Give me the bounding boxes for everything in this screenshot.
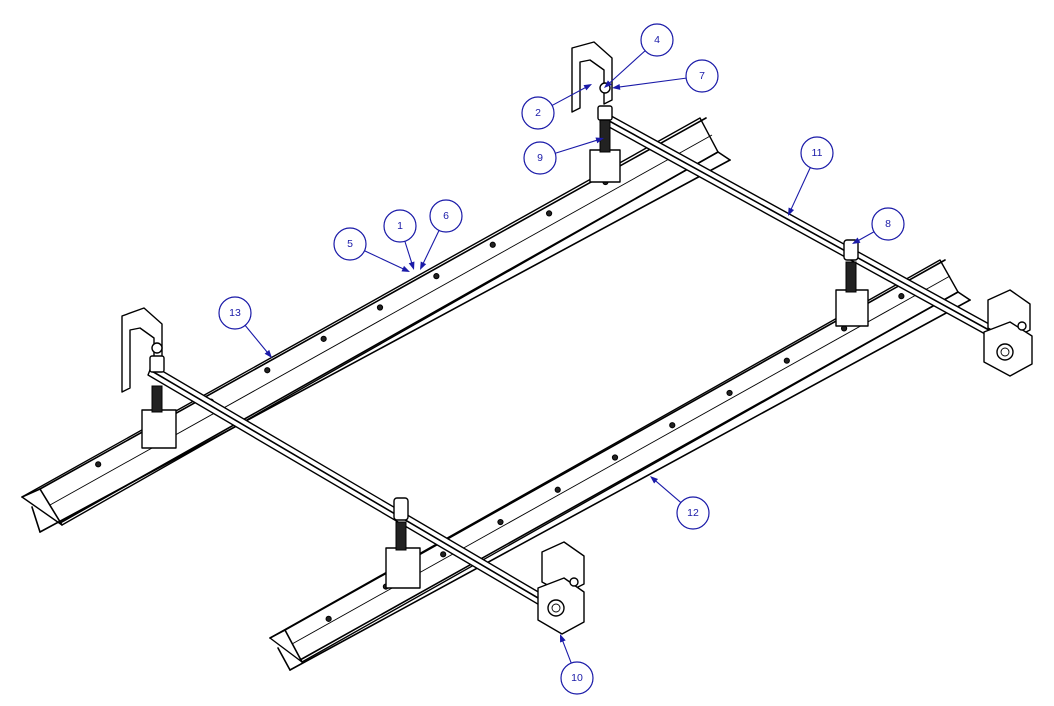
callout-leader	[654, 479, 682, 503]
clamp-right	[983, 289, 1033, 377]
crossbar-back	[599, 111, 1001, 341]
callout-label: 6	[443, 210, 449, 222]
callout-label: 4	[654, 34, 660, 46]
callout-label: 7	[699, 70, 705, 82]
callout-leader	[551, 86, 587, 106]
callout-13: 13	[218, 296, 272, 358]
callout-circle	[429, 199, 463, 233]
callout-leader	[555, 139, 599, 154]
callout-leader	[244, 325, 269, 354]
bracket-front-mid	[385, 497, 421, 589]
rivet	[95, 461, 102, 468]
callout-leader	[790, 167, 811, 211]
callout-arrowhead	[401, 265, 410, 272]
callout-arrowhead	[604, 80, 612, 88]
bracket-back-left	[571, 41, 621, 183]
rivet	[497, 518, 504, 526]
callout-arrowhead	[788, 207, 795, 216]
callout-4: 4	[604, 23, 674, 88]
callout-leader	[364, 250, 405, 270]
callout-arrowhead	[595, 137, 604, 144]
callout-circle	[523, 141, 557, 175]
rivet	[376, 304, 384, 311]
callout-9: 9	[523, 137, 604, 175]
callout-circle	[383, 209, 417, 243]
callout-arrowhead	[408, 261, 415, 270]
callout-11: 11	[788, 136, 834, 216]
callout-label: 10	[571, 672, 583, 684]
callout-arrowhead	[560, 634, 566, 643]
callout-arrowhead	[264, 349, 272, 358]
rivet	[489, 241, 496, 248]
callout-label: 1	[397, 220, 403, 232]
callout-circle	[560, 661, 594, 695]
callout-label: 8	[885, 218, 891, 230]
rivet	[545, 210, 553, 217]
callout-circle	[640, 23, 674, 57]
callout-arrowhead	[612, 83, 621, 90]
callout-arrowhead	[420, 261, 427, 270]
callout-leader	[856, 231, 875, 242]
callout-7: 7	[612, 59, 719, 93]
callout-6: 6	[420, 199, 463, 270]
crossbar-front	[147, 364, 553, 611]
callout-leader	[617, 77, 687, 88]
rivet	[898, 293, 905, 300]
callout-leader	[422, 230, 440, 265]
callout-circle	[685, 59, 719, 93]
callout-label: 9	[537, 152, 543, 164]
callout-circle	[218, 296, 252, 330]
rivet	[264, 367, 271, 374]
callout-leader	[404, 241, 413, 265]
callout-circle	[800, 136, 834, 170]
bracket-front-left	[121, 307, 177, 449]
callout-arrowhead	[583, 84, 592, 91]
callout-label: 13	[229, 307, 241, 319]
callout-8: 8	[852, 207, 905, 244]
callout-5: 5	[333, 227, 410, 272]
callout-2: 2	[521, 84, 592, 130]
callout-circle	[333, 227, 367, 261]
callout-leader	[608, 50, 646, 85]
callout-label: 12	[687, 507, 699, 519]
rivet	[440, 551, 447, 558]
rivet	[669, 422, 676, 429]
callout-circle	[676, 496, 710, 530]
callout-arrowhead	[650, 476, 659, 484]
rivet	[554, 486, 561, 493]
callout-12: 12	[650, 476, 710, 530]
rivet	[611, 454, 619, 461]
bracket-mid-right	[835, 239, 869, 327]
clamp-front	[537, 541, 585, 635]
rivet	[320, 335, 327, 342]
callout-leader	[561, 639, 572, 664]
rivet	[325, 615, 332, 622]
callout-arrowhead	[852, 237, 861, 244]
callout-label: 2	[535, 107, 541, 119]
rivet	[433, 273, 440, 280]
rivet	[783, 357, 790, 364]
callout-10: 10	[560, 634, 594, 695]
rivet	[726, 389, 733, 397]
callout-circle	[521, 96, 555, 130]
callout-label: 5	[347, 238, 353, 250]
callout-1: 1	[383, 209, 417, 270]
callout-label: 11	[812, 147, 823, 159]
callout-circle	[871, 207, 905, 241]
